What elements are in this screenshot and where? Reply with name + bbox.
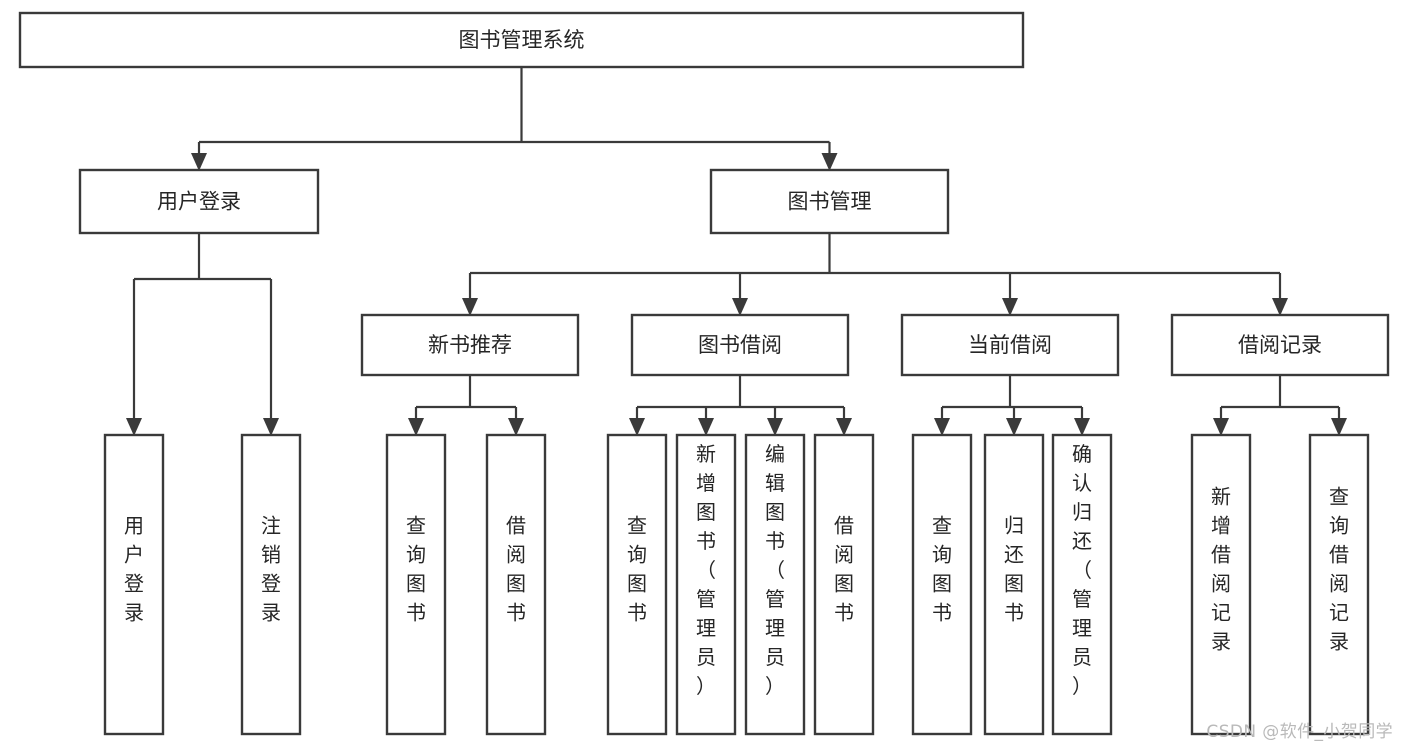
node-label-leaf-confirm-return: 确认归还（管理员） (1072, 442, 1092, 698)
node-box-leaf-borrow-book (813, 433, 875, 736)
arrowhead-leaf-borrow-book (836, 418, 852, 436)
arrowhead-leaf-confirm-return (1074, 418, 1090, 436)
node-book-manage[interactable]: 图书管理 (709, 168, 950, 235)
node-label-root: 图书管理系统 (459, 28, 585, 52)
node-label-book-manage: 图书管理 (788, 190, 872, 214)
watermark-text: CSDN @软件_小贺同学 (1206, 722, 1393, 742)
node-borrow-record[interactable]: 借阅记录 (1170, 313, 1390, 377)
node-label-leaf-add-record: 新增借阅记录 (1211, 485, 1231, 654)
node-current-borrow[interactable]: 当前借阅 (900, 313, 1120, 377)
node-label-leaf-edit-book: 编辑图书（管理员） (765, 442, 785, 698)
node-leaf-add-record[interactable]: 新增借阅记录 (1190, 433, 1252, 736)
node-label-leaf-return-book: 归还图书 (1004, 514, 1024, 625)
arrowhead-leaf-borrow-book-rec (508, 418, 524, 436)
node-label-leaf-query-book-cur: 查询图书 (932, 514, 952, 625)
arrowhead-leaf-user-login (126, 418, 142, 436)
node-box-new-book-rec (360, 313, 580, 377)
arrowhead-leaf-query-book-rec (408, 418, 424, 436)
node-label-new-book-rec: 新书推荐 (428, 333, 512, 357)
arrowhead-leaf-query-record (1331, 418, 1347, 436)
node-box-user-login (78, 168, 320, 235)
node-leaf-edit-book[interactable]: 编辑图书（管理员） (744, 433, 806, 736)
node-box-leaf-edit-book (744, 433, 806, 736)
node-label-current-borrow: 当前借阅 (968, 333, 1052, 357)
node-leaf-logout[interactable]: 注销登录 (240, 433, 302, 736)
node-leaf-query-book-cur[interactable]: 查询图书 (911, 433, 973, 736)
node-box-leaf-add-book (675, 433, 737, 736)
arrowhead-book-manage (821, 153, 838, 171)
node-label-borrow-record: 借阅记录 (1238, 333, 1322, 357)
node-user-login[interactable]: 用户登录 (78, 168, 320, 235)
arrowhead-current-borrow (1002, 298, 1018, 316)
node-box-leaf-user-login (103, 433, 165, 736)
node-label-leaf-user-login: 用户登录 (124, 514, 144, 625)
arrowhead-leaf-logout (263, 418, 279, 436)
node-leaf-confirm-return[interactable]: 确认归还（管理员） (1051, 433, 1113, 736)
node-label-leaf-add-book: 新增图书（管理员） (696, 442, 716, 698)
node-box-leaf-add-record (1190, 433, 1252, 736)
node-leaf-query-book-rec[interactable]: 查询图书 (385, 433, 447, 736)
arrowhead-leaf-return-book (1006, 418, 1022, 436)
node-box-leaf-query-book-rec (385, 433, 447, 736)
edges-layer (126, 67, 1347, 436)
arrowhead-book-borrow (732, 298, 748, 316)
arrowhead-leaf-edit-book (767, 418, 783, 436)
arrowhead-leaf-add-book (698, 418, 714, 436)
node-leaf-return-book[interactable]: 归还图书 (983, 433, 1045, 736)
nodes-layer: 图书管理系统用户登录图书管理新书推荐图书借阅当前借阅借阅记录用户登录注销登录查询… (18, 11, 1390, 736)
node-label-leaf-logout: 注销登录 (261, 514, 281, 625)
node-box-borrow-record (1170, 313, 1390, 377)
node-leaf-borrow-book-rec[interactable]: 借阅图书 (485, 433, 547, 736)
node-box-leaf-confirm-return (1051, 433, 1113, 736)
node-box-current-borrow (900, 313, 1120, 377)
node-leaf-borrow-book[interactable]: 借阅图书 (813, 433, 875, 736)
node-label-user-login: 用户登录 (157, 190, 241, 214)
node-box-leaf-query-record (1308, 433, 1370, 736)
node-label-leaf-query-book-borrow: 查询图书 (627, 514, 647, 625)
arrowhead-leaf-query-book-borrow (629, 418, 645, 436)
node-label-leaf-borrow-book: 借阅图书 (834, 514, 854, 625)
node-leaf-query-book-borrow[interactable]: 查询图书 (606, 433, 668, 736)
node-box-book-borrow (630, 313, 850, 377)
node-box-root (18, 11, 1025, 69)
node-box-leaf-query-book-cur (911, 433, 973, 736)
arrowhead-new-book-rec (462, 298, 478, 316)
node-new-book-rec[interactable]: 新书推荐 (360, 313, 580, 377)
arrowhead-user-login (191, 153, 207, 171)
node-root[interactable]: 图书管理系统 (18, 11, 1025, 69)
node-box-leaf-query-book-borrow (606, 433, 668, 736)
arrowhead-leaf-add-record (1213, 418, 1229, 436)
node-label-book-borrow: 图书借阅 (698, 333, 782, 357)
node-box-book-manage (709, 168, 950, 235)
node-leaf-query-record[interactable]: 查询借阅记录 (1308, 433, 1370, 736)
node-label-leaf-query-record: 查询借阅记录 (1329, 485, 1349, 654)
arrowhead-borrow-record (1272, 298, 1288, 316)
node-book-borrow[interactable]: 图书借阅 (630, 313, 850, 377)
arrowhead-leaf-query-book-cur (934, 418, 950, 436)
node-box-leaf-return-book (983, 433, 1045, 736)
node-label-leaf-borrow-book-rec: 借阅图书 (506, 514, 526, 625)
node-label-leaf-query-book-rec: 查询图书 (406, 514, 426, 625)
node-box-leaf-borrow-book-rec (485, 433, 547, 736)
node-box-leaf-logout (240, 433, 302, 736)
node-leaf-user-login[interactable]: 用户登录 (103, 433, 165, 736)
node-leaf-add-book[interactable]: 新增图书（管理员） (675, 433, 737, 736)
